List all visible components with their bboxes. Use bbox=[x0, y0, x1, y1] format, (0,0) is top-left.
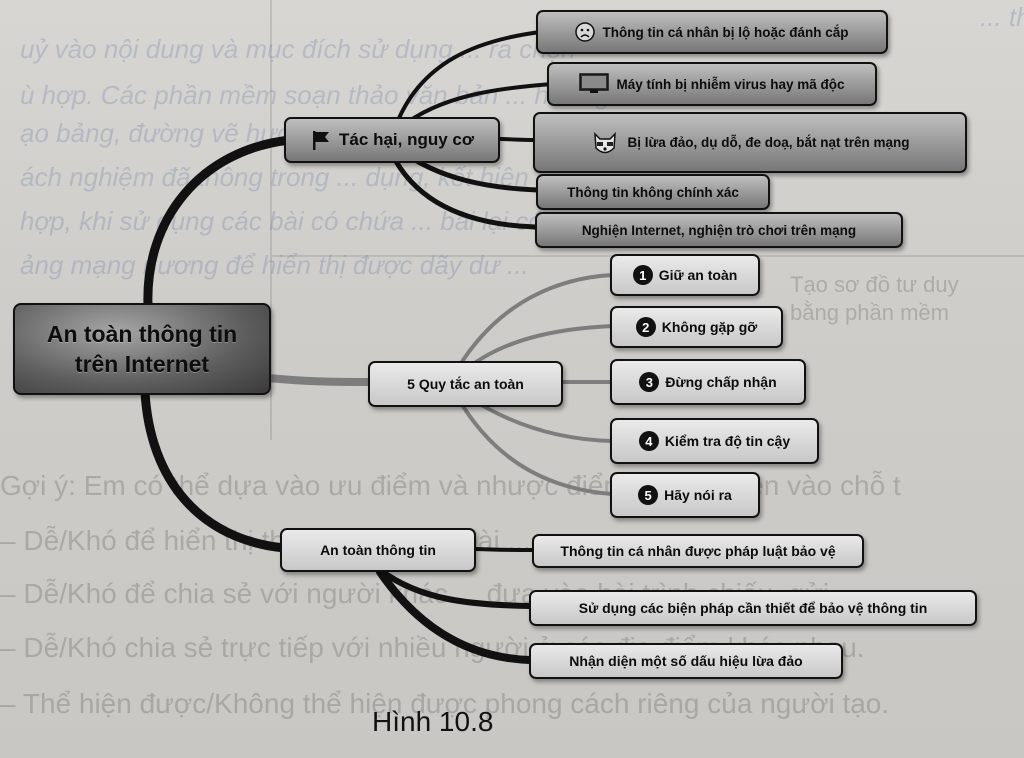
rule-label: Đừng chấp nhận bbox=[665, 374, 777, 390]
safety-item-label: Nhận diện một số dấu hiệu lừa đảo bbox=[569, 653, 803, 669]
branch-harms: Tác hại, nguy cơ bbox=[284, 117, 500, 163]
safety-item-label: Thông tin cá nhân được pháp luật bảo vệ bbox=[560, 543, 836, 559]
central-topic: An toàn thông tin trên Internet bbox=[13, 303, 271, 395]
connector-safety-item2 bbox=[377, 567, 533, 609]
harm-item: Nghiện Internet, nghiện trò chơi trên mạ… bbox=[535, 212, 903, 248]
connector-harms-item1 bbox=[393, 30, 542, 130]
harm-item: Bị lừa đảo, dụ dỗ, đe doạ, bắt nạt trên … bbox=[533, 112, 967, 173]
connector-safety-item3 bbox=[376, 568, 534, 664]
flag-icon bbox=[310, 129, 332, 151]
rule-item: 3 Đừng chấp nhận bbox=[610, 359, 806, 405]
safety-item: Sử dụng các biện pháp cần thiết để bảo v… bbox=[529, 590, 977, 626]
figure-caption: Hình 10.8 bbox=[372, 706, 494, 737]
connector-rules-item2 bbox=[466, 324, 614, 370]
rule-item: 5 Hãy nói ra bbox=[610, 472, 760, 518]
central-topic-line1: An toàn thông tin bbox=[46, 321, 238, 347]
raccoon-icon bbox=[590, 128, 620, 158]
connector-central-harms bbox=[143, 135, 295, 310]
rule-label: Kiểm tra độ tin cậy bbox=[664, 433, 791, 449]
harm-item-label: Nghiện Internet, nghiện trò chơi trên mạ… bbox=[581, 222, 857, 238]
branch-rules-label: 5 Quy tắc an toàn bbox=[407, 376, 524, 392]
rule-label: Giữ an toàn bbox=[658, 267, 738, 283]
harm-item-label: Thông tin cá nhân bị lộ hoặc đánh cắp bbox=[602, 24, 849, 40]
safety-item: Nhận diện một số dấu hiệu lừa đảo bbox=[529, 643, 843, 679]
harm-item: Thông tin không chính xác bbox=[536, 174, 770, 210]
harm-item: Máy tính bị nhiễm virus hay mã độc bbox=[547, 62, 877, 106]
harm-item-label: Thông tin không chính xác bbox=[567, 184, 739, 200]
monitor-icon bbox=[579, 73, 610, 95]
rule-number: 3 bbox=[639, 372, 660, 392]
rule-item: 4 Kiểm tra độ tin cậy bbox=[610, 418, 819, 464]
rule-item: 2 Không gặp gỡ bbox=[610, 306, 783, 348]
rule-label: Không gặp gỡ bbox=[661, 319, 758, 335]
central-topic-line2: trên Internet bbox=[74, 351, 210, 377]
rule-number: 4 bbox=[638, 431, 659, 451]
connector-rules-item4 bbox=[468, 396, 614, 443]
rule-number: 5 bbox=[638, 485, 659, 505]
rule-number: 1 bbox=[632, 265, 653, 285]
sad-face-icon bbox=[575, 22, 596, 42]
harm-item: Thông tin cá nhân bị lộ hoặc đánh cắp bbox=[536, 10, 888, 54]
safety-item-label: Sử dụng các biện pháp cần thiết để bảo v… bbox=[578, 600, 928, 616]
connector-central-rules bbox=[264, 374, 374, 386]
rule-number: 2 bbox=[635, 317, 656, 337]
connector-rules-item1 bbox=[456, 273, 614, 370]
branch-harms-label: Tác hại, nguy cơ bbox=[339, 130, 474, 149]
safety-item: Thông tin cá nhân được pháp luật bảo vệ bbox=[532, 534, 864, 568]
harm-item-label: Máy tính bị nhiễm virus hay mã độc bbox=[616, 76, 845, 92]
branch-safety: An toàn thông tin bbox=[280, 528, 476, 572]
branch-rules: 5 Quy tắc an toàn bbox=[368, 361, 563, 407]
harm-item-label: Bị lừa đảo, dụ dỗ, đe doạ, bắt nạt trên … bbox=[627, 135, 910, 150]
connector-safety-item1 bbox=[474, 547, 535, 552]
connector-harms-item5 bbox=[389, 151, 538, 230]
rule-label: Hãy nói ra bbox=[664, 487, 732, 503]
branch-safety-label: An toàn thông tin bbox=[320, 542, 436, 558]
connector-central-safety bbox=[140, 387, 290, 553]
rule-item: 1 Giữ an toàn bbox=[610, 254, 760, 296]
connector-rules-item5 bbox=[456, 396, 614, 496]
